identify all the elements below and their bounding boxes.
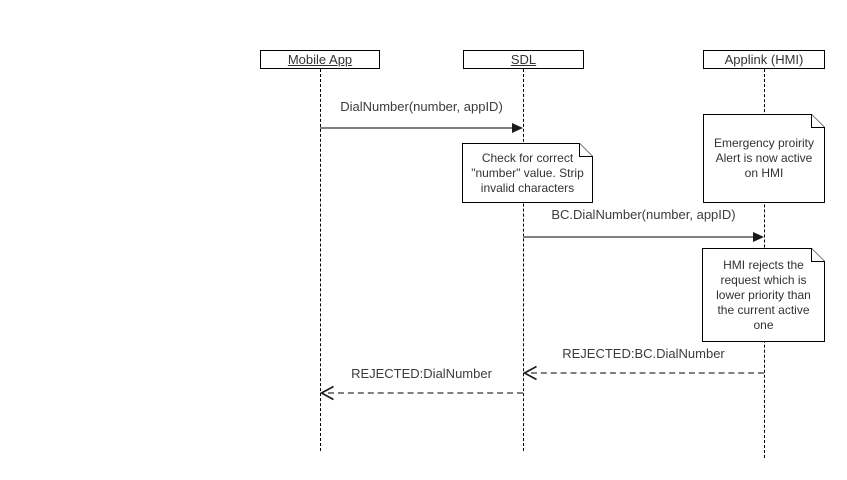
message-line-bc-dialnumber xyxy=(523,236,753,238)
note-hmi-rejects: HMI rejects the request which is lower p… xyxy=(702,248,825,342)
arrowhead-filled-icon xyxy=(753,232,764,242)
message-line-rejected-bc-dialnumber xyxy=(531,372,764,374)
message-label-bc-dialnumber: BC.DialNumber(number, appID) xyxy=(551,207,736,222)
actor-label-mobile-app: Mobile App xyxy=(287,52,353,67)
note-shape-icon xyxy=(703,114,825,203)
actor-box-applink-hmi: Applink (HMI) xyxy=(703,50,825,69)
lifeline-sdl xyxy=(523,69,524,451)
message-line-rejected-dialnumber xyxy=(328,392,523,394)
note-emergency-alert: Emergency proirity Alert is now active o… xyxy=(703,114,825,203)
note-check-number: Check for correct "number" value. Strip … xyxy=(462,143,593,203)
message-label-rejected-dialnumber: REJECTED:DialNumber xyxy=(351,366,492,381)
note-hmi-rejects-text: HMI rejects the request which is lower p… xyxy=(716,257,811,332)
arrowhead-filled-icon xyxy=(512,123,523,133)
arrowhead-open-icon xyxy=(319,385,335,401)
note-shape-icon xyxy=(702,248,825,342)
actor-box-sdl: SDL xyxy=(463,50,584,69)
message-label-rejected-bc-dialnumber: REJECTED:BC.DialNumber xyxy=(562,346,725,361)
note-check-number-text: Check for correct "number" value. Strip … xyxy=(471,150,584,195)
message-line-dialnumber xyxy=(320,127,512,129)
actor-label-sdl: SDL xyxy=(510,52,537,67)
note-shape-icon xyxy=(462,143,593,203)
arrowhead-open-icon xyxy=(522,365,538,381)
note-emergency-alert-text: Emergency proirity Alert is now active o… xyxy=(713,136,815,180)
lifeline-mobile-app xyxy=(320,69,321,451)
message-label-dialnumber: DialNumber(number, appID) xyxy=(340,99,503,114)
actor-box-mobile-app: Mobile App xyxy=(260,50,380,69)
actor-label-applink-hmi: Applink (HMI) xyxy=(724,52,804,67)
